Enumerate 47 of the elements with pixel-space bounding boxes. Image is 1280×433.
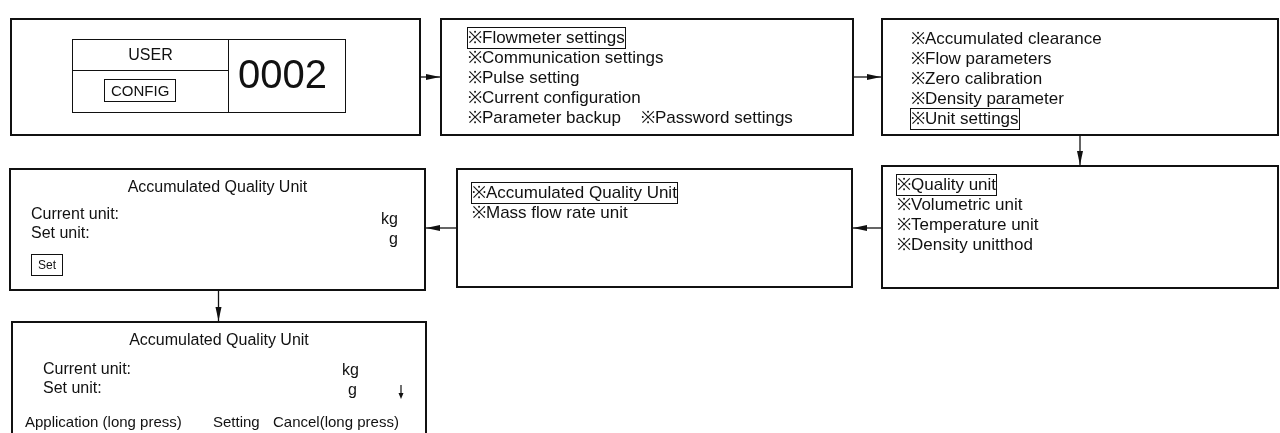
screen-text: kg — [342, 361, 359, 379]
screen-text: Current unit: — [43, 360, 132, 378]
menu-item: ※Parameter backup — [468, 108, 621, 128]
menu-item: ※Current configuration — [468, 88, 641, 108]
menu-item: ※Flowmeter settings — [468, 28, 625, 48]
arrow — [425, 225, 457, 231]
menu-item: ※Unit settings — [911, 109, 1019, 129]
set-button: Set — [31, 254, 63, 276]
menu-screen — [456, 168, 853, 288]
menu-label: USER — [127, 46, 174, 64]
menu-screen — [440, 18, 854, 136]
menu-item: ※Volumetric unit — [897, 195, 1023, 215]
menu-screen — [881, 18, 1279, 136]
menu-item: ※Mass flow rate unit — [472, 203, 628, 223]
menu-item: ※Density unitthod — [897, 235, 1033, 255]
menu-item: ※Accumulated Quality Unit — [472, 183, 677, 203]
menu-item: ※Density parameter — [911, 89, 1064, 109]
menu-item: ※Zero calibration — [911, 69, 1043, 89]
screen-text: g — [389, 230, 398, 248]
menu-screen — [881, 165, 1279, 289]
screen-text: g — [348, 381, 357, 399]
unit-screen — [9, 168, 426, 291]
screen-title: Accumulated Quality Unit — [128, 331, 310, 349]
menu-item: ※Accumulated clearance — [911, 29, 1102, 49]
screen-text: kg — [381, 210, 398, 228]
arrow — [215, 290, 222, 322]
menu-item: ※Temperature unit — [897, 215, 1039, 235]
softkey-label: Cancel(long press) — [273, 413, 399, 430]
display-value: 0002 — [238, 51, 327, 98]
arrow — [853, 74, 882, 80]
arrow — [852, 225, 882, 231]
menu-item: ※Password settings — [640, 108, 793, 128]
softkey-label: Setting — [213, 413, 260, 430]
menu-item: ※Communication settings — [468, 48, 664, 68]
arrow — [1077, 135, 1083, 166]
screen-title: Accumulated Quality Unit — [126, 178, 309, 196]
softkey-label: Application (long press) — [25, 413, 182, 430]
menu-item: ※Flow parameters — [911, 49, 1052, 69]
screen-text: Set unit: — [43, 379, 102, 397]
arrow — [420, 74, 441, 80]
menu-label: CONFIG — [105, 80, 176, 101]
screen-text: Current unit: — [31, 205, 120, 223]
menu-item: ※Pulse setting — [468, 68, 580, 88]
unit-screen — [11, 321, 427, 433]
menu-item: ※Quality unit — [897, 175, 997, 195]
screen-text: Set unit: — [31, 224, 90, 242]
screen-panel — [10, 18, 421, 136]
